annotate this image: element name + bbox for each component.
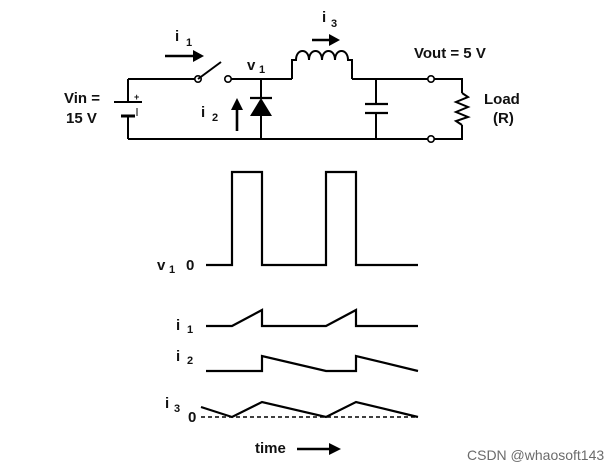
v1-waveform: [206, 170, 418, 267]
i2-waveform: [206, 354, 419, 373]
v1-wave-subscript: 1: [169, 264, 175, 276]
v1-node-subscript: 1: [259, 64, 265, 76]
load-resistor-symbol: [453, 92, 471, 126]
i3-label: i: [322, 9, 326, 26]
i3-zero-label: 0: [188, 409, 196, 426]
v1-zero-label: 0: [186, 257, 194, 274]
battery-plus-sign: +: [134, 92, 139, 102]
output-terminal-top: [426, 75, 435, 84]
v1-wave-label: v: [157, 257, 166, 274]
time-arrow-icon: [297, 443, 341, 455]
i1-waveform: [206, 308, 418, 328]
inductor-symbol: [291, 50, 353, 79]
i1-arrow-icon: [165, 50, 204, 62]
load-r-label: (R): [493, 110, 514, 127]
diode-symbol: [250, 79, 272, 139]
watermark: CSDN @whaosoft143: [467, 447, 604, 463]
i2-wave-subscript: 2: [187, 355, 193, 367]
load-wire: [434, 78, 463, 140]
i2-subscript: 2: [212, 112, 218, 124]
i3-wave-label: i: [165, 395, 169, 412]
load-label: Load: [484, 91, 520, 108]
vin-label: Vin =: [64, 90, 100, 107]
i1-wave-label: i: [176, 317, 180, 334]
battery-symbol: +: [114, 92, 142, 118]
i3-waveform: [200, 400, 419, 419]
v1-node-label: v: [247, 57, 256, 74]
output-terminal-bottom: [426, 135, 435, 144]
vout-label: Vout = 5 V: [414, 45, 486, 62]
i1-label: i: [175, 28, 179, 45]
time-label: time: [255, 440, 286, 457]
waveforms: v 1 0 i 1 i 2 i 3 0 time: [157, 170, 419, 457]
i1-wave-subscript: 1: [187, 324, 193, 336]
i2-wave-label: i: [176, 348, 180, 365]
switch-symbol: [194, 61, 233, 84]
i3-wave-subscript: 3: [174, 403, 180, 415]
i3-arrow-icon: [312, 34, 340, 46]
circuit: +: [64, 9, 520, 144]
i2-arrow-icon: [231, 98, 243, 131]
i3-subscript: 3: [331, 18, 337, 30]
capacitor-symbol: [365, 79, 388, 139]
i1-subscript: 1: [186, 37, 192, 49]
i2-label: i: [201, 104, 205, 121]
vin-value-label: 15 V: [66, 110, 97, 127]
